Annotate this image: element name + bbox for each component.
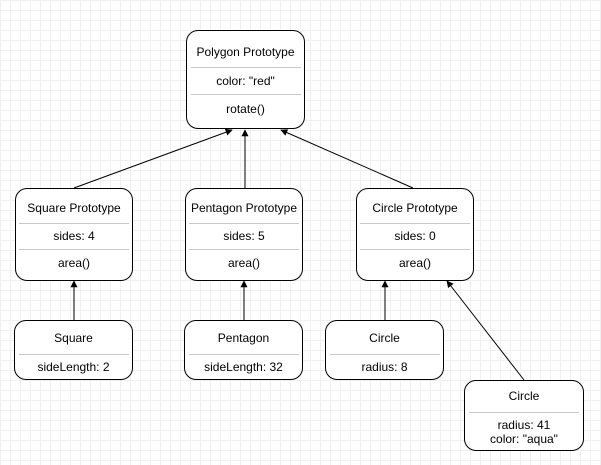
node-property: color: "red"	[216, 74, 275, 88]
node-title: Circle Prototype	[372, 201, 458, 215]
node-property: sides: 4	[53, 229, 95, 243]
circle-instance-node-b[interactable]: Circle radius: 41 color: "aqua"	[464, 380, 584, 451]
separator	[189, 223, 299, 224]
pentagon-prototype-node[interactable]: Pentagon Prototype sides: 5 area()	[185, 188, 303, 281]
circle-instance-node-a[interactable]: Circle radius: 8	[325, 320, 444, 380]
node-method: area()	[398, 256, 431, 270]
node-property: sideLength: 32	[204, 360, 283, 374]
node-title: Pentagon	[217, 331, 270, 345]
separator	[190, 94, 301, 95]
node-method: area()	[57, 256, 90, 270]
pentagon-instance-node[interactable]: Pentagon sideLength: 32	[184, 320, 303, 380]
node-property: sideLength: 2	[37, 360, 110, 374]
separator	[360, 223, 470, 224]
node-title: Circle	[369, 331, 400, 345]
node-title: Pentagon Prototype	[190, 201, 298, 215]
node-title: Polygon Prototype	[196, 45, 295, 59]
separator	[469, 412, 579, 413]
node-title: Square	[54, 331, 93, 345]
circle-prototype-node[interactable]: Circle Prototype sides: 0 area()	[356, 188, 474, 281]
separator	[19, 249, 129, 250]
separator	[189, 249, 299, 250]
square-instance-node[interactable]: Square sideLength: 2	[14, 320, 133, 380]
polygon-prototype-node[interactable]: Polygon Prototype color: "red" rotate()	[186, 30, 305, 129]
node-title: Circle	[508, 389, 540, 403]
arrow-circle-b-to-circle-proto	[446, 280, 525, 381]
node-method: area()	[227, 256, 260, 270]
square-prototype-node[interactable]: Square Prototype sides: 4 area()	[15, 188, 133, 281]
arrow-circle-proto-to-polygon	[280, 129, 414, 189]
separator	[19, 223, 129, 224]
separator	[188, 354, 299, 355]
node-property: radius: 8	[361, 360, 408, 374]
node-property: radius: 41	[497, 418, 551, 432]
node-title: Square Prototype	[27, 201, 121, 215]
separator	[329, 354, 440, 355]
node-property: sides: 5	[223, 229, 265, 243]
separator	[360, 249, 470, 250]
node-method: rotate()	[226, 102, 265, 116]
separator	[190, 67, 301, 68]
separator	[18, 354, 129, 355]
node-property-2: color: "aqua"	[490, 432, 558, 446]
arrow-square-proto-to-polygon	[73, 128, 233, 189]
node-property: sides: 0	[394, 229, 436, 243]
